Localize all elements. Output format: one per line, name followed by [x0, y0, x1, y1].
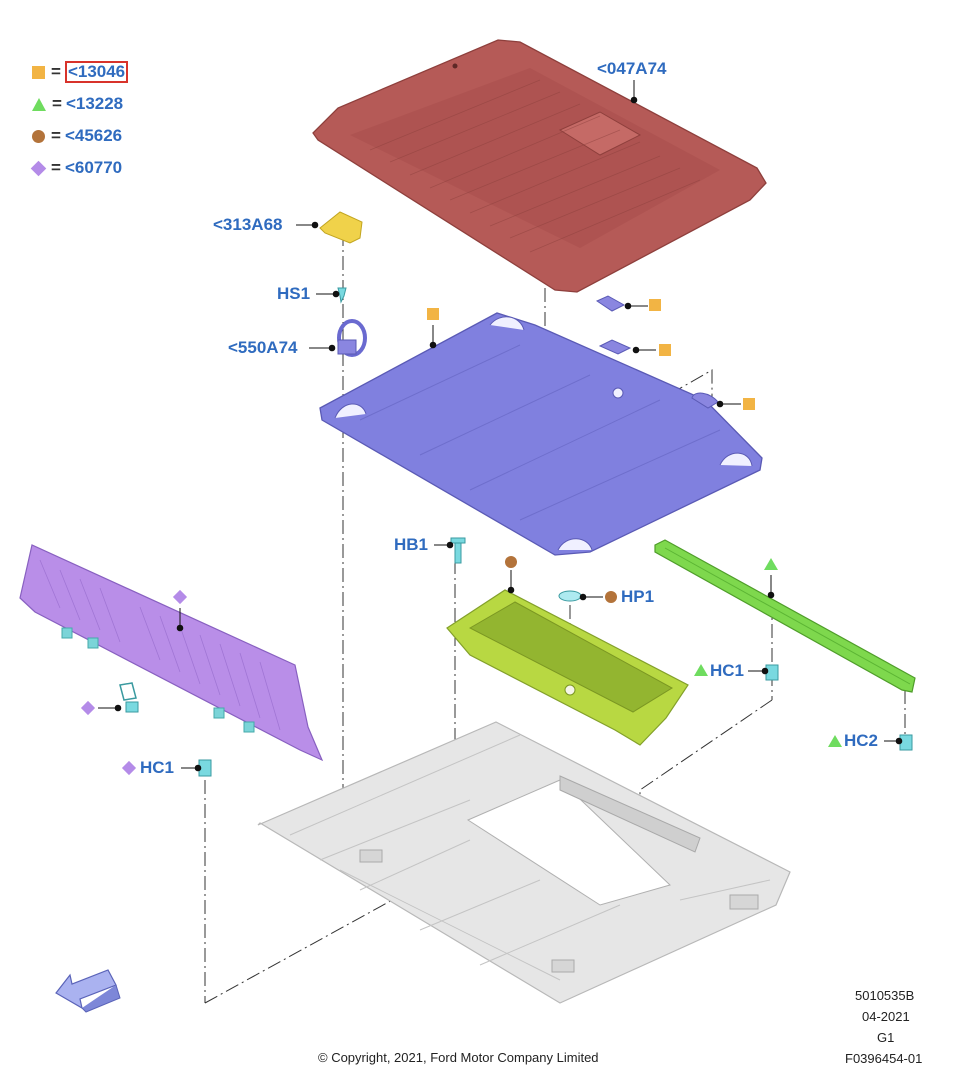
legend-code-13046[interactable]: <13046 — [64, 61, 129, 83]
load-floor-panel — [319, 312, 763, 556]
triangle-symbol — [828, 735, 842, 747]
callout-hb1[interactable]: HB1 — [394, 535, 429, 554]
legend-code-45626[interactable]: <45626 — [64, 126, 123, 145]
figure-reference: F0396454-01 — [845, 1051, 923, 1066]
diamond-symbol — [80, 700, 96, 716]
copyright-text: © Copyright, 2021, Ford Motor Company Li… — [318, 1050, 599, 1065]
callout-313a68[interactable]: <313A68 — [213, 215, 283, 234]
circle-legend-icon — [32, 129, 45, 143]
part-symbols — [80, 299, 842, 776]
callout-550a74[interactable]: <550A74 — [228, 338, 298, 357]
side-trim-panel — [19, 544, 324, 762]
diamond-legend-icon — [30, 160, 47, 176]
callout-hp1[interactable]: HP1 — [621, 587, 655, 606]
load-floor-carpet — [312, 39, 767, 293]
circle-symbol — [505, 556, 517, 568]
side-rail — [654, 539, 916, 693]
square-symbol — [649, 299, 661, 311]
circle-symbol — [605, 591, 617, 603]
legend-row-diamond: = <60770 — [30, 157, 123, 179]
diamond-symbol — [121, 760, 137, 776]
legend-row-square: = <13046 — [32, 61, 129, 83]
square-legend-icon — [32, 65, 45, 79]
storage-bin — [446, 589, 689, 746]
body-floor-panel — [257, 721, 791, 1004]
forward-direction-arrow-icon — [55, 969, 121, 1013]
illustration-code: 5010535B — [855, 988, 915, 1003]
illustration-date: 04-2021 — [862, 1009, 910, 1024]
legend-row-triangle: = <13228 — [32, 93, 123, 115]
square-symbol — [743, 398, 755, 410]
illustration-grade: G1 — [877, 1030, 895, 1045]
callout-hs1[interactable]: HS1 — [277, 284, 311, 303]
diamond-symbol — [172, 589, 188, 605]
panel-brackets — [595, 295, 719, 409]
callout-hc1-left[interactable]: HC1 — [140, 758, 175, 777]
small-hardware — [119, 211, 913, 777]
callout-hc1-right[interactable]: HC1 — [710, 661, 745, 680]
leader-lines — [98, 80, 903, 772]
square-symbol — [427, 308, 439, 320]
square-symbol — [659, 344, 671, 356]
callout-047a74[interactable]: <047A74 — [597, 59, 667, 78]
triangle-symbol — [764, 558, 778, 570]
triangle-legend-icon — [32, 97, 46, 111]
legend-code-13228[interactable]: <13228 — [65, 94, 124, 113]
triangle-symbol — [694, 664, 708, 676]
legend-row-circle: = <45626 — [32, 125, 122, 147]
legend-code-60770[interactable]: <60770 — [64, 158, 123, 177]
callout-hc2[interactable]: HC2 — [844, 731, 879, 750]
